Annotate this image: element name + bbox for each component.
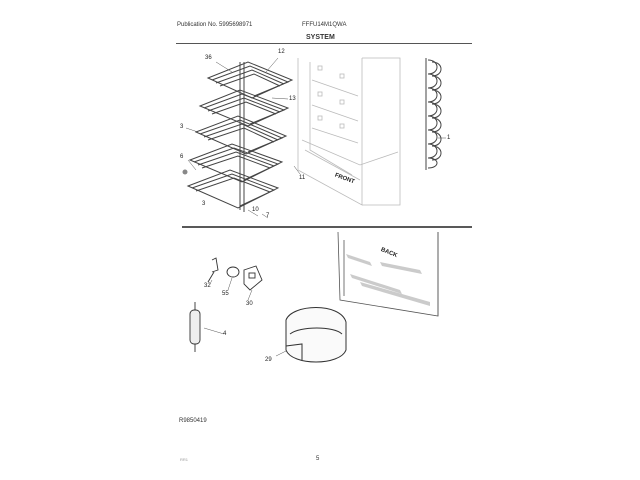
model-number: FFFU14M1QWA	[302, 22, 347, 28]
callout-12: 12	[278, 49, 285, 55]
back-panel	[337, 231, 439, 317]
publication-number: Publication No. 5995698971	[177, 22, 253, 28]
callout-3-upper: 3	[180, 124, 184, 130]
callout-29: 29	[265, 357, 272, 363]
callout-32: 32	[204, 283, 211, 289]
callout-10: 10	[252, 207, 259, 213]
page-number: 5	[316, 456, 320, 462]
compressor-part	[285, 307, 347, 363]
callout-55: 55	[222, 291, 229, 297]
callout-1: 1	[447, 135, 451, 141]
drier-part	[189, 302, 201, 352]
callout-4: 4	[223, 331, 227, 337]
small-parts	[207, 257, 263, 291]
cabinet-outline	[297, 57, 401, 206]
callout-6: 6	[180, 154, 184, 160]
header-rule	[176, 43, 472, 44]
shelf-stack	[186, 61, 294, 212]
leader-lines-upper	[185, 57, 446, 219]
callout-36: 36	[205, 55, 212, 61]
callout-7: 7	[266, 213, 270, 219]
back-panel-shading	[346, 254, 430, 306]
callout-11: 11	[299, 175, 306, 181]
condenser-coil	[425, 58, 442, 170]
section-title: SYSTEM	[306, 34, 335, 41]
leader-lines-lower	[203, 277, 289, 357]
callout-30: 30	[246, 301, 253, 307]
footer-code: RR1	[180, 457, 189, 462]
callout-13: 13	[289, 96, 296, 102]
drawing-reference: R9850419	[179, 418, 207, 424]
callout-3-lower: 3	[202, 201, 206, 207]
clip-part	[182, 169, 188, 175]
